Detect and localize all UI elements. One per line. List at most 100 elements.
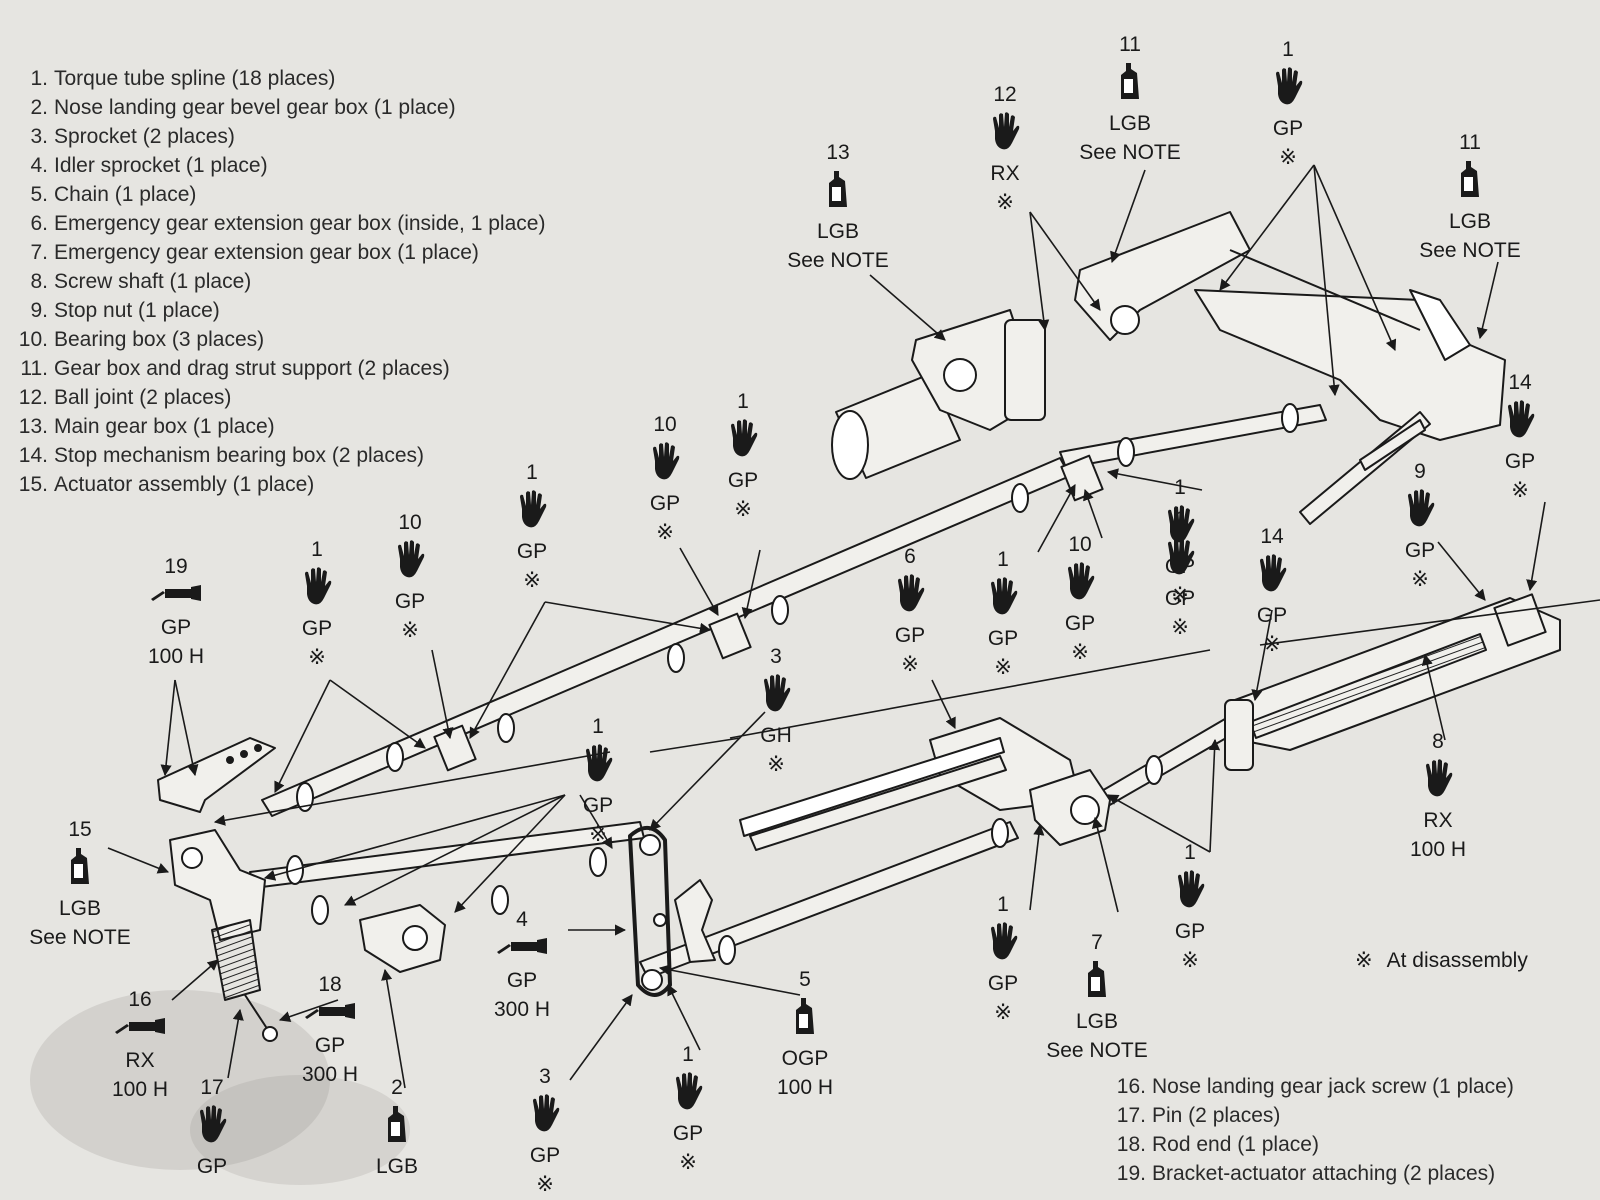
callout-number: 6: [904, 545, 916, 568]
callout-number: 1: [592, 715, 604, 738]
part-list-item: 16.Nose landing gear jack screw (1 place…: [1110, 1072, 1514, 1101]
parts-list-top: 1.Torque tube spline (18 places)2.Nose l…: [12, 64, 546, 499]
part-number: 18.: [1116, 1133, 1146, 1156]
callout-detail: ※: [996, 191, 1014, 214]
part-list-item: 4.Idler sprocket (1 place): [12, 151, 545, 180]
callout-detail: 300 H: [301, 1063, 359, 1086]
callout-detail: ※: [767, 753, 785, 776]
callout-detail: ※: [523, 569, 541, 592]
part-number: 10.: [18, 328, 48, 351]
hand-icon: [462, 489, 602, 537]
part-list-item: 18. Rod end (1 place): [1110, 1130, 1514, 1159]
part-description: Main gear box (1 place): [54, 415, 275, 438]
parts-list-bottom: 16.Nose landing gear jack screw (1 place…: [1110, 1072, 1514, 1188]
hand-icon: [340, 539, 480, 587]
callout-number: 4: [516, 908, 528, 931]
part-list-item: 17.Pin (2 places): [1110, 1101, 1514, 1130]
part-description: Stop mechanism bearing box (2 places): [54, 444, 425, 467]
hand-icon: [247, 566, 387, 614]
part-description: Nose landing gear jack screw (1 place): [1152, 1075, 1514, 1098]
hand-icon: [1450, 399, 1590, 447]
hand-icon: [1202, 553, 1342, 601]
callout-number: 16: [128, 988, 152, 1011]
callout-detail: ※: [1171, 584, 1189, 607]
callout-detail: See NOTE: [1079, 141, 1181, 164]
part-description: Gear box and drag strut support (2 place…: [54, 357, 450, 380]
part-list-item: 14.Stop mechanism bearing box (2 places): [12, 441, 545, 470]
actuator-bracket: [157, 737, 276, 813]
oil-can-icon: [1400, 159, 1540, 207]
part-description: Emergency gear extension gear box (1 pla…: [54, 241, 479, 264]
callout-detail: ※: [536, 1173, 554, 1196]
part-list-item: 19.Bracket-actuator attaching (2 places): [1110, 1159, 1514, 1188]
callout-number: 3: [539, 1065, 551, 1088]
callout-detail: ※: [1279, 146, 1297, 169]
part-list-item: 13. Main gear box (1 place): [12, 412, 545, 441]
part-description: Ball joint (2 places): [54, 386, 232, 409]
callout-number: 15: [68, 818, 92, 841]
disassembly-note: ※At disassembly: [1355, 948, 1528, 973]
part-number: 9.: [30, 299, 48, 322]
part-number: 8.: [30, 270, 48, 293]
actuator-assembly: [169, 829, 278, 1042]
lubricant-code: GP: [196, 1155, 228, 1178]
hand-icon: [935, 111, 1075, 159]
lubricant-code: GP: [894, 624, 926, 647]
lubricant-code: GP: [582, 794, 614, 817]
leader-lines: [107, 164, 1600, 1089]
hand-icon: [595, 441, 735, 489]
callout-number: 7: [1091, 931, 1103, 954]
part-number: 13.: [18, 415, 48, 438]
part-number: 1.: [30, 67, 48, 90]
lubricant-code: GP: [506, 969, 538, 992]
hand-icon: [840, 573, 980, 621]
oil-can-icon: [735, 996, 875, 1044]
oil-can-icon: [1060, 61, 1200, 109]
callout-number: 1: [1184, 841, 1196, 864]
part-list-item: 15.Actuator assembly (1 place): [12, 470, 545, 499]
lubricant-code: GP: [1256, 604, 1288, 627]
grease-gun-icon: [70, 1016, 210, 1046]
part-description: Pin (2 places): [1152, 1104, 1281, 1127]
callout-number: 1: [1282, 38, 1294, 61]
lubricant-code: GP: [394, 590, 426, 613]
part-description: Sprocket (2 places): [54, 125, 235, 148]
part-list-item: 9.Stop nut (1 place): [12, 296, 545, 325]
lubricant-code: LGB: [1448, 210, 1492, 233]
callout-detail: ※: [308, 646, 326, 669]
part-number: 15.: [18, 473, 48, 496]
callout-detail: 300 H: [493, 998, 551, 1021]
part-description: Rod end (1 place): [1152, 1133, 1319, 1156]
smudge: [30, 990, 330, 1170]
bevel-gearbox: [359, 904, 446, 973]
callout-detail: ※: [1411, 568, 1429, 591]
callout-number: 1: [737, 390, 749, 413]
callout-detail: ※: [1181, 949, 1199, 972]
callout-number: 12: [993, 83, 1017, 106]
callout-number: 11: [1119, 33, 1141, 56]
callout-detail: See NOTE: [787, 249, 889, 272]
hand-icon: [1368, 758, 1508, 806]
callout-detail: ※: [994, 1001, 1012, 1024]
lubricant-code: RX: [125, 1049, 155, 1072]
part-number: 2.: [30, 96, 48, 119]
hand-icon: [618, 1071, 758, 1119]
